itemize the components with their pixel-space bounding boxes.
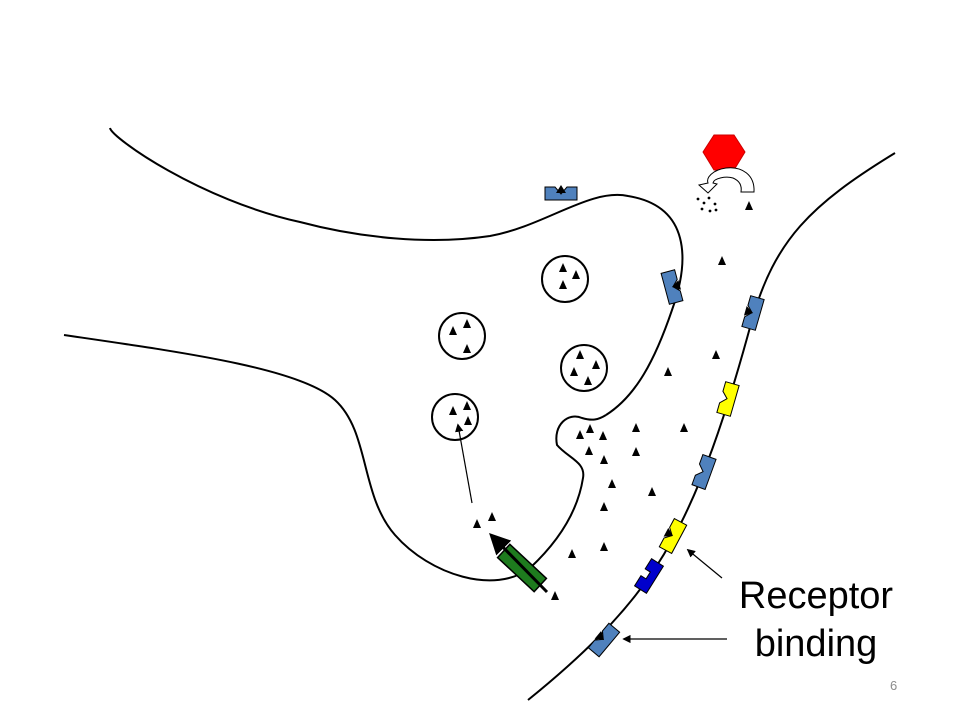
label-pointer-arrow-upper [686,548,723,579]
triangle-icon [600,502,608,511]
triangle-icon [632,423,640,432]
reuptake-transporter [489,533,549,594]
presynaptic-membrane-top [109,127,684,416]
triangle-icon [559,280,567,289]
triangle-icon [600,542,608,551]
postsynaptic-membrane [527,152,896,701]
caption-line-2: binding [754,623,878,665]
enzyme-breakdown [696,134,755,213]
postsynaptic-receptor-bound [587,622,621,658]
released-neurotransmitter-cluster [576,424,608,464]
page-number: 6 [890,678,898,693]
enzyme-fragments [696,196,718,213]
triangle-icon [608,479,616,488]
triangle-icon [672,280,682,290]
triangle-icon [632,447,640,456]
triangle-icon [592,360,600,369]
hexagon-icon [702,134,746,171]
triangle-icon [473,519,481,528]
curved-arrow-icon [697,167,755,194]
triangle-icon [584,376,592,385]
triangle-icon [586,424,594,433]
postsynaptic-receptor [691,453,717,491]
vesicle [541,255,589,303]
caption-line-1: Receptor [738,575,894,617]
triangle-icon [572,270,580,279]
triangle-icon [449,326,457,335]
vesicle [438,312,486,360]
triangle-icon [449,406,457,415]
triangle-icon [576,350,584,359]
triangle-icon [745,201,753,210]
triangle-icon [600,455,608,464]
postsynaptic-receptor-yellow-bound [658,517,688,555]
triangle-icon [664,367,672,376]
triangle-icon [556,185,566,193]
repackaging-arrow [455,423,473,504]
triangle-icon [551,591,559,600]
presynaptic-autoreceptor-side [660,269,684,305]
triangle-icon [463,344,471,353]
postsynaptic-receptor [741,295,765,331]
triangle-icon [463,401,471,410]
reuptake-neurotransmitters [473,512,496,528]
triangle-icon [663,527,673,537]
triangle-icon [648,487,656,496]
presynaptic-autoreceptor-top [544,185,578,201]
triangle-icon [568,549,576,558]
triangle-icon [488,512,496,521]
presynaptic-membrane-bottom [63,334,607,582]
triangle-icon [464,416,472,425]
vesicle [560,344,608,392]
triangle-icon [718,256,726,265]
triangle-icon [712,350,720,359]
triangle-icon [576,430,584,439]
triangle-icon [570,367,578,376]
postsynaptic-receptor-yellow [716,381,740,417]
triangle-icon [559,263,567,272]
cleft-neurotransmitters [551,201,753,600]
triangle-icon [463,319,471,328]
triangle-icon [594,631,604,640]
postsynaptic-receptor-dark-blue [633,558,665,594]
receptor-binding-label: Receptor binding [716,572,916,668]
triangle-icon [680,423,688,432]
triangle-icon [599,431,607,440]
triangle-icon [743,305,753,316]
vesicle [431,393,479,441]
triangle-icon [585,446,593,455]
